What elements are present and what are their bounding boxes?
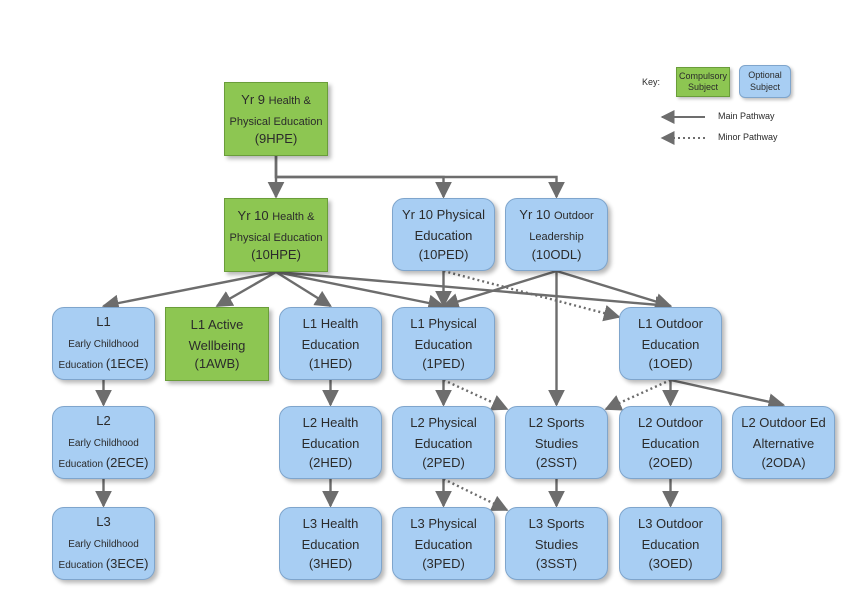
arrow-hpe10-to-ped1 <box>275 270 446 312</box>
arrow-hpe10-to-oed1 <box>275 270 673 314</box>
arrow-hpe10-to-hed1 <box>275 270 332 308</box>
arrow-hpe10-to-awb1 <box>215 270 277 308</box>
arrow-ped1-to-sst2 <box>443 378 509 411</box>
key-main-pathway-label: Main Pathway <box>718 111 775 121</box>
arrow-hpe10-to-ece1 <box>101 270 277 312</box>
node-10hpe: Yr 10 Health &Physical Education(10HPE) <box>224 198 328 272</box>
key-minor-pathway-label: Minor Pathway <box>718 132 778 142</box>
node-9hpe: Yr 9 Health &Physical Education(9HPE) <box>224 82 328 156</box>
arrow-ped10-to-oed1 <box>443 269 621 322</box>
arrow-odl10-to-ped1 <box>441 269 557 310</box>
arrow-hpe9-to-odl10 <box>274 156 565 199</box>
arrow-odl10-to-oed1 <box>556 269 673 310</box>
key-title: Key: <box>642 77 661 87</box>
arrow-oed1-to-oda2 <box>670 378 786 410</box>
arrow-oed1-to-sst2 <box>604 378 671 411</box>
arrow-ped2-to-sst3 <box>442 477 509 512</box>
